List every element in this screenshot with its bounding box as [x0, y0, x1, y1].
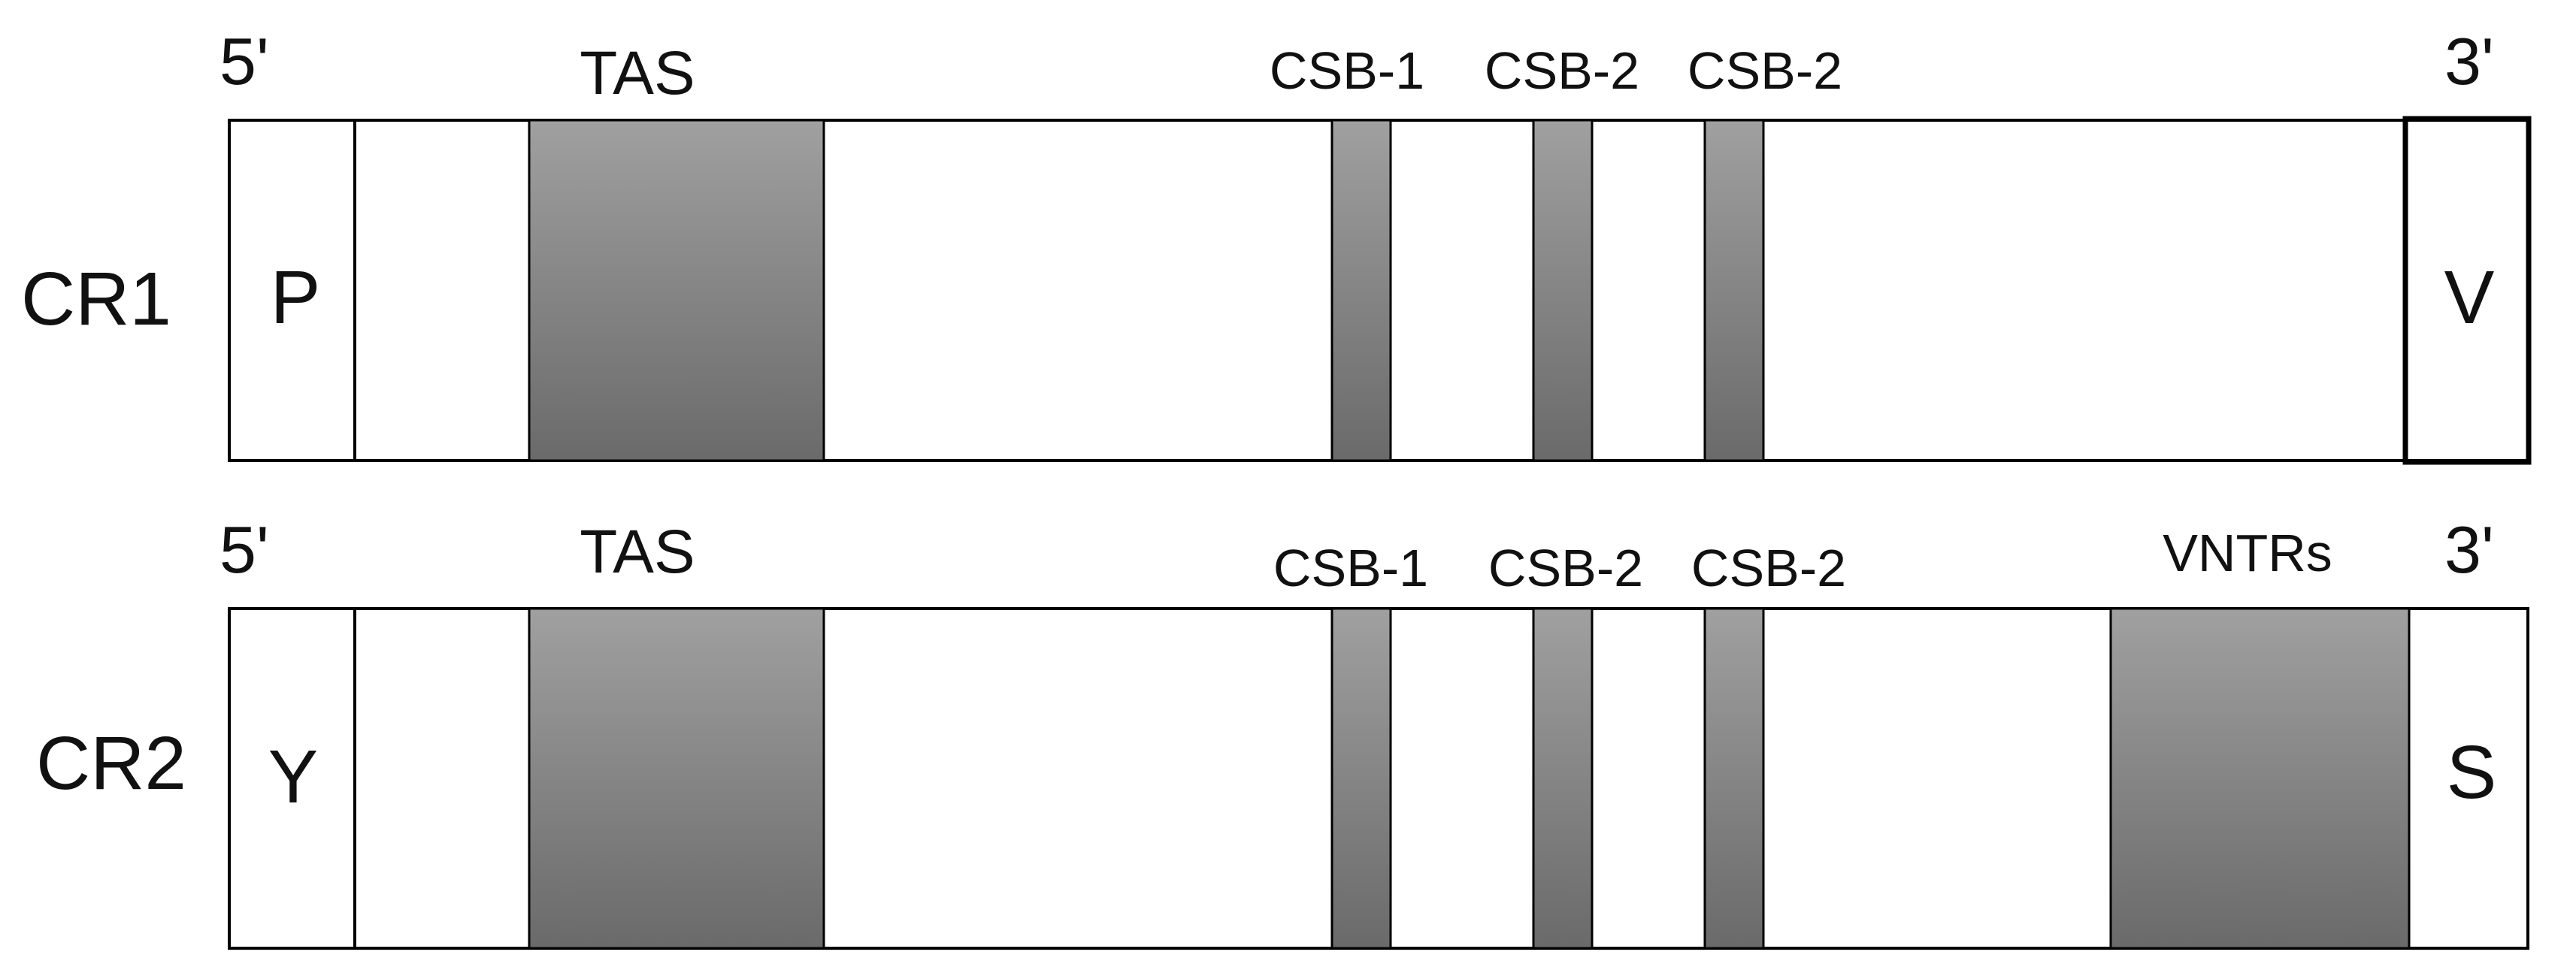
cr1-row: CR1 5' 3' TAS CSB-1 CSB-2 CSB-2 P V: [21, 24, 2532, 465]
cr1-csb1-label: CSB-1: [1270, 41, 1424, 100]
cr1-tas-block: [528, 119, 825, 462]
cr2-tas-label: TAS: [580, 518, 695, 586]
cr2-vntrs-block: [2109, 607, 2411, 950]
cr1-five-prime-label: 5': [219, 24, 269, 98]
cr1-right-terminal-box: [2402, 116, 2532, 465]
cr2-five-prime-label: 5': [219, 512, 269, 587]
cr2-left-terminal-label: Y: [268, 735, 319, 819]
cr2-three-prime-label: 3': [2444, 512, 2494, 587]
cr1-csb2a-label: CSB-2: [1485, 41, 1639, 100]
cr1-csb1-block: [1330, 119, 1392, 462]
cr2-csb2b-block: [1703, 607, 1765, 950]
cr1-csb2b-block: [1703, 119, 1765, 462]
cr2-csb1-block: [1330, 607, 1392, 950]
cr1-csb2b-label: CSB-2: [1688, 41, 1842, 100]
cr1-row-label: CR1: [21, 257, 171, 341]
cr2-right-terminal-label: S: [2447, 730, 2497, 814]
cr1-three-prime-label: 3': [2444, 24, 2494, 98]
cr2-tas-block: [528, 607, 825, 950]
cr2-csb2a-block: [1532, 607, 1594, 950]
cr2-csb2b-label: CSB-2: [1691, 539, 1846, 597]
cr1-left-terminal-label: P: [271, 255, 321, 340]
cr2-csb1-label: CSB-1: [1273, 539, 1428, 597]
cr1-tas-label: TAS: [580, 39, 695, 107]
cr2-vntrs-label: VNTRs: [2163, 524, 2332, 582]
cr2-row: CR2 5' 3' TAS CSB-1 CSB-2 CSB-2 VNTRs Y …: [36, 512, 2529, 950]
cr2-row-label: CR2: [36, 721, 186, 805]
cr2-csb2a-label: CSB-2: [1488, 539, 1643, 597]
cr1-csb2a-block: [1532, 119, 1594, 462]
cr1-right-terminal-label: V: [2444, 255, 2495, 340]
